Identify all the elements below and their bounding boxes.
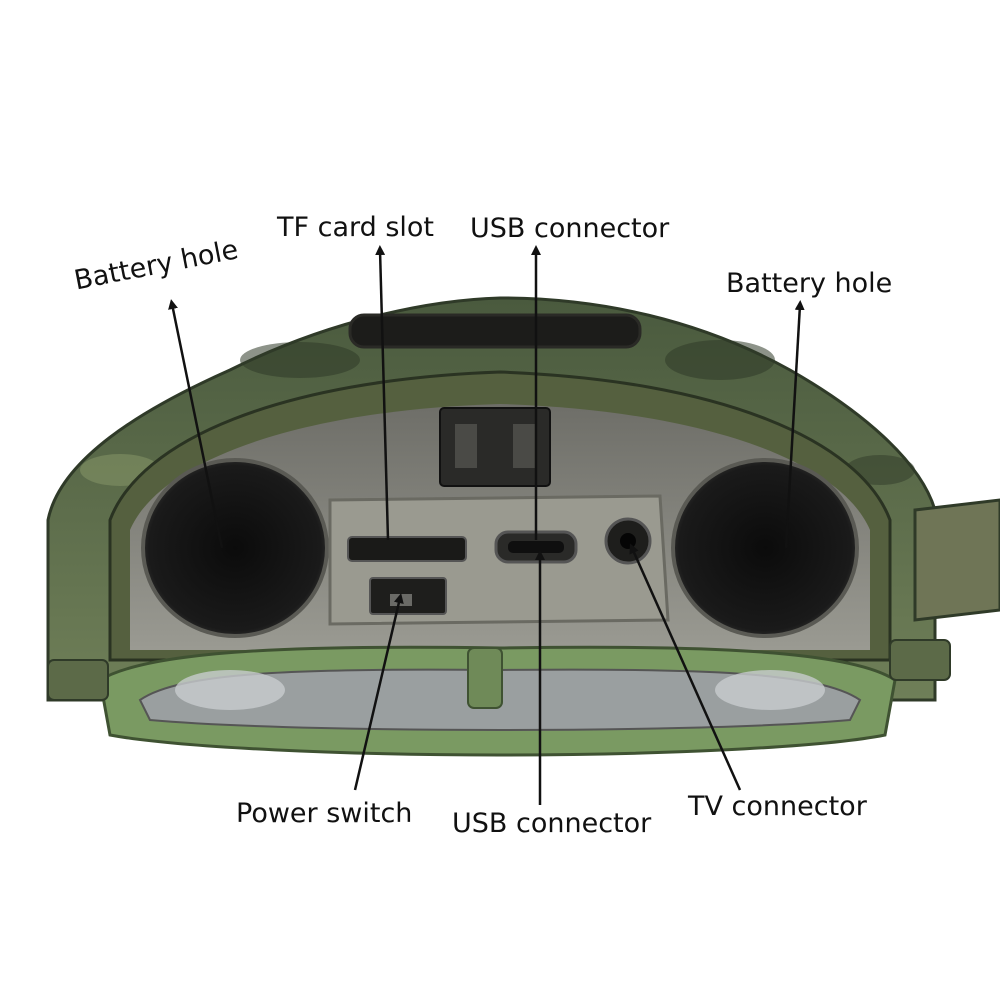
label-battery-hole-right: Battery hole [726, 268, 893, 299]
label-tv-connector: TV connector [688, 791, 867, 822]
top-vent-slot [348, 313, 642, 349]
door-tab-left [47, 659, 109, 701]
hinge-right [913, 498, 1000, 622]
label-tf-card-slot: TF card slot [277, 212, 435, 243]
arrow-power-switch [353, 593, 404, 791]
battery-hole-right [671, 458, 859, 638]
label-usb-connector-top: USB connector [470, 213, 670, 244]
arrow-battery-right [784, 300, 805, 549]
arrow-battery-left [168, 299, 224, 549]
door-latch [467, 647, 503, 709]
camo-patch [240, 342, 360, 378]
arrow-tv-connector [629, 543, 742, 791]
tf-card-slot [347, 536, 467, 562]
camo-patch [665, 340, 775, 380]
battery-hole-left [141, 458, 329, 638]
label-usb-connector-bottom: USB connector [452, 808, 652, 839]
door-tab-right [889, 639, 951, 681]
arrow-tf-card-slot [375, 245, 390, 541]
label-power-switch: Power switch [236, 798, 413, 829]
